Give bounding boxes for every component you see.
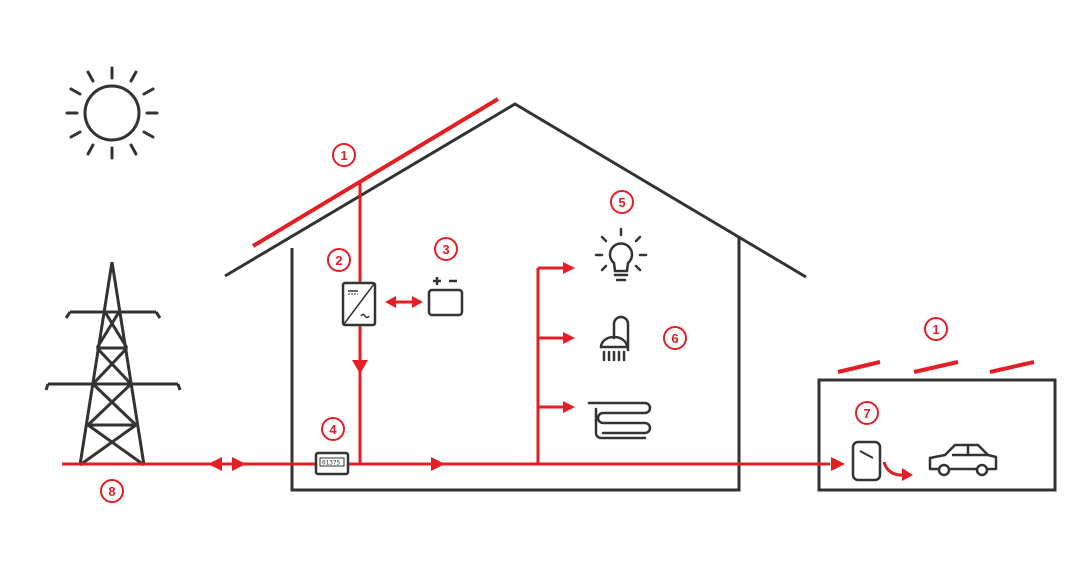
marker-4: 4 — [321, 417, 345, 441]
energy-flow-lines — [62, 181, 830, 466]
arrow-right-main — [431, 457, 445, 471]
house-outline — [224, 102, 807, 492]
marker-8-label: 8 — [108, 484, 115, 499]
arrow-to-garage — [831, 457, 845, 471]
meter-reading: 01375 — [322, 460, 340, 467]
marker-1-garage: 1 — [924, 317, 948, 341]
roof-solar-panel — [251, 97, 500, 248]
marker-8: 8 — [100, 479, 124, 503]
arrow-to-heating — [563, 401, 575, 413]
marker-1-garage-label: 1 — [932, 322, 939, 337]
marker-5: 5 — [610, 190, 634, 214]
garage-outline — [817, 378, 1057, 492]
marker-7: 7 — [855, 401, 879, 425]
power-pylon-icon — [44, 261, 182, 467]
arrow-grid-right — [232, 457, 246, 471]
battery-icon — [427, 277, 464, 317]
light-bulb-icon — [594, 227, 648, 282]
marker-6-label: 6 — [671, 331, 678, 346]
marker-5-label: 5 — [618, 195, 625, 210]
floor-heating-icon — [587, 401, 652, 440]
marker-6: 6 — [663, 326, 687, 350]
garage-solar-panels — [837, 360, 1035, 374]
marker-4-label: 4 — [329, 422, 337, 437]
arrow-to-light — [563, 262, 575, 274]
marker-3: 3 — [434, 237, 458, 261]
marker-2: 2 — [327, 248, 351, 272]
arrow-to-shower — [563, 332, 575, 344]
arrow-battery-right — [412, 296, 423, 308]
marker-3-label: 3 — [442, 242, 449, 257]
flow-arrows — [208, 262, 845, 471]
arrow-battery-left — [385, 296, 396, 308]
meter-icon: 01375 — [314, 451, 350, 476]
inverter-icon — [341, 281, 377, 327]
marker-1: 1 — [332, 143, 356, 167]
arrow-down — [352, 360, 368, 374]
marker-7-label: 7 — [863, 406, 870, 421]
wallbox-icon — [851, 440, 882, 482]
charging-arrow-head — [902, 468, 913, 481]
car-icon — [928, 443, 998, 477]
sun-icon — [65, 66, 159, 160]
marker-2-label: 2 — [335, 253, 342, 268]
marker-1-label: 1 — [340, 148, 347, 163]
charging-cable-arrow — [882, 461, 905, 477]
arrow-grid-left — [208, 457, 222, 471]
shower-icon — [599, 315, 630, 362]
